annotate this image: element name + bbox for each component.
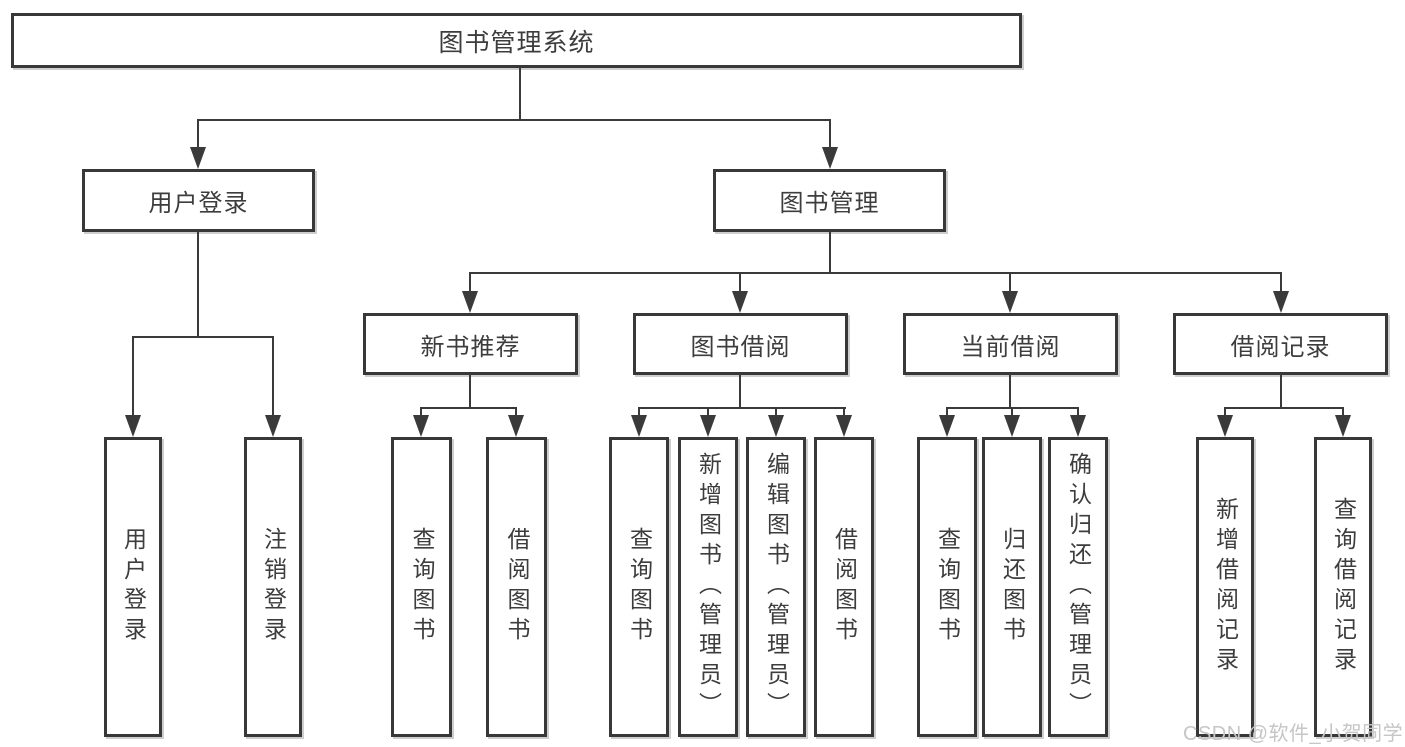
connector-g4-drop2: [1342, 407, 1344, 418]
leaf-label: 查询图书: [409, 527, 435, 647]
connector-g1-stub: [469, 375, 471, 409]
node-label: 借阅记录: [1230, 333, 1331, 361]
connector-user-login-stub: [197, 232, 199, 337]
connector-drop-user-login: [197, 119, 199, 149]
leaf-label: 查询图书: [934, 527, 961, 647]
leaf-borrow-books: 借阅图书: [814, 437, 874, 737]
node-label: 图书借阅: [690, 333, 791, 361]
leaf-label: 确认归还（管理员）: [1065, 452, 1092, 722]
connector-g4-stub: [1280, 375, 1282, 409]
leaf-confirm-return-admin: 确认归还（管理员）: [1048, 437, 1108, 737]
node-label: 当前借阅: [960, 333, 1061, 361]
leaf-label: 查询图书: [626, 527, 653, 647]
arrowhead-g4-leaf1: [1217, 415, 1233, 437]
connector-g2-drop3: [775, 407, 777, 418]
node-user-login: 用户登录: [82, 169, 315, 232]
node-current-borrowing: 当前借阅: [903, 313, 1118, 375]
leaf-label: 借阅图书: [831, 527, 858, 647]
connector-g2-drop4: [843, 407, 845, 418]
arrowhead-g1-leaf1: [413, 415, 429, 437]
connector-g4-drop1: [1224, 407, 1226, 418]
leaf-label: 借阅图书: [504, 527, 530, 647]
leaf-add-borrow-record: 新增借阅记录: [1196, 437, 1254, 737]
connector-root-stub: [519, 67, 521, 121]
connector-g2-hline: [638, 407, 846, 409]
connector-book-management-stub: [829, 232, 831, 273]
connector-user-login-hline: [132, 336, 274, 338]
connector-book-management-hline: [469, 272, 1282, 274]
arrowhead-g1-leaf2: [508, 415, 524, 437]
leaf-label: 归还图书: [999, 527, 1026, 647]
connector-drop-leaf-logout: [272, 336, 274, 416]
connector-g1-drop1: [420, 407, 422, 418]
node-library-management-system: 图书管理系统: [11, 13, 1022, 68]
node-book-management: 图书管理: [713, 169, 946, 232]
connector-drop-book-management: [829, 119, 831, 149]
leaf-return-books: 归还图书: [982, 437, 1042, 737]
arrowhead-g3-leaf1: [939, 415, 955, 437]
arrowhead-g4-leaf2: [1335, 415, 1351, 437]
arrowhead-leaf-logout: [265, 415, 281, 437]
csdn-watermark: CSDN @软件_小贺同学: [1183, 723, 1404, 745]
arrowhead-current-borrow: [1002, 291, 1018, 313]
arrowhead-g2-leaf1: [631, 415, 647, 437]
leaf-query-books-borrowing: 查询图书: [609, 437, 669, 737]
connector-g3-drop2: [1011, 407, 1013, 418]
arrowhead-g3-leaf2: [1004, 415, 1020, 437]
arrowhead-g2-leaf3: [768, 415, 784, 437]
connector-drop-leaf-user-login: [132, 336, 134, 416]
leaf-borrow-books-recommend: 借阅图书: [486, 437, 547, 737]
connector-g3-drop3: [1077, 407, 1079, 418]
leaf-add-books-admin: 新增图书（管理员）: [678, 437, 738, 737]
connector-drop-borrow-records: [1280, 272, 1282, 294]
connector-g4-hline: [1224, 407, 1343, 409]
node-label: 图书管理系统: [438, 28, 595, 57]
node-book-borrowing: 图书借阅: [633, 313, 848, 375]
leaf-label: 编辑图书（管理员）: [763, 452, 790, 722]
connector-drop-current-borrow: [1009, 272, 1011, 294]
arrowhead-borrow-records: [1273, 291, 1289, 313]
connector-g3-drop1: [946, 407, 948, 418]
leaf-label: 注销登录: [260, 527, 287, 647]
connector-g2-stub: [739, 375, 741, 409]
connector-g1-hline: [420, 407, 517, 409]
leaf-query-books-current: 查询图书: [917, 437, 977, 737]
leaf-query-borrow-record: 查询借阅记录: [1314, 437, 1372, 737]
node-label: 图书管理: [779, 190, 880, 217]
leaf-edit-books-admin: 编辑图书（管理员）: [746, 437, 806, 737]
node-label: 新书推荐: [420, 333, 521, 361]
leaf-query-books-recommend: 查询图书: [391, 437, 452, 737]
leaf-logout: 注销登录: [244, 437, 302, 737]
connector-g2-drop2: [707, 407, 709, 418]
connector-g3-stub: [1009, 375, 1011, 409]
arrowhead-g3-leaf3: [1070, 415, 1086, 437]
leaf-user-login: 用户登录: [104, 437, 162, 737]
leaf-label: 新增借阅记录: [1212, 497, 1239, 677]
arrowhead-leaf-user-login: [125, 415, 141, 437]
arrowhead-book-borrow: [732, 291, 748, 313]
leaf-label: 查询借阅记录: [1330, 497, 1357, 677]
node-label: 用户登录: [148, 190, 249, 217]
connector-g2-drop1: [638, 407, 640, 418]
connector-root-hline: [197, 119, 831, 121]
arrowhead-user-login: [190, 147, 206, 169]
connector-drop-new-book: [469, 272, 471, 294]
connector-drop-book-borrow: [739, 272, 741, 294]
node-new-book-recommend: 新书推荐: [363, 313, 578, 375]
arrowhead-new-book: [462, 291, 478, 313]
arrowhead-g2-leaf4: [836, 415, 852, 437]
leaf-label: 用户登录: [120, 527, 147, 647]
leaf-label: 新增图书（管理员）: [695, 452, 722, 722]
arrowhead-g2-leaf2: [700, 415, 716, 437]
connector-g1-drop2: [515, 407, 517, 418]
arrowhead-book-management: [822, 147, 838, 169]
node-borrow-records: 借阅记录: [1173, 313, 1388, 375]
